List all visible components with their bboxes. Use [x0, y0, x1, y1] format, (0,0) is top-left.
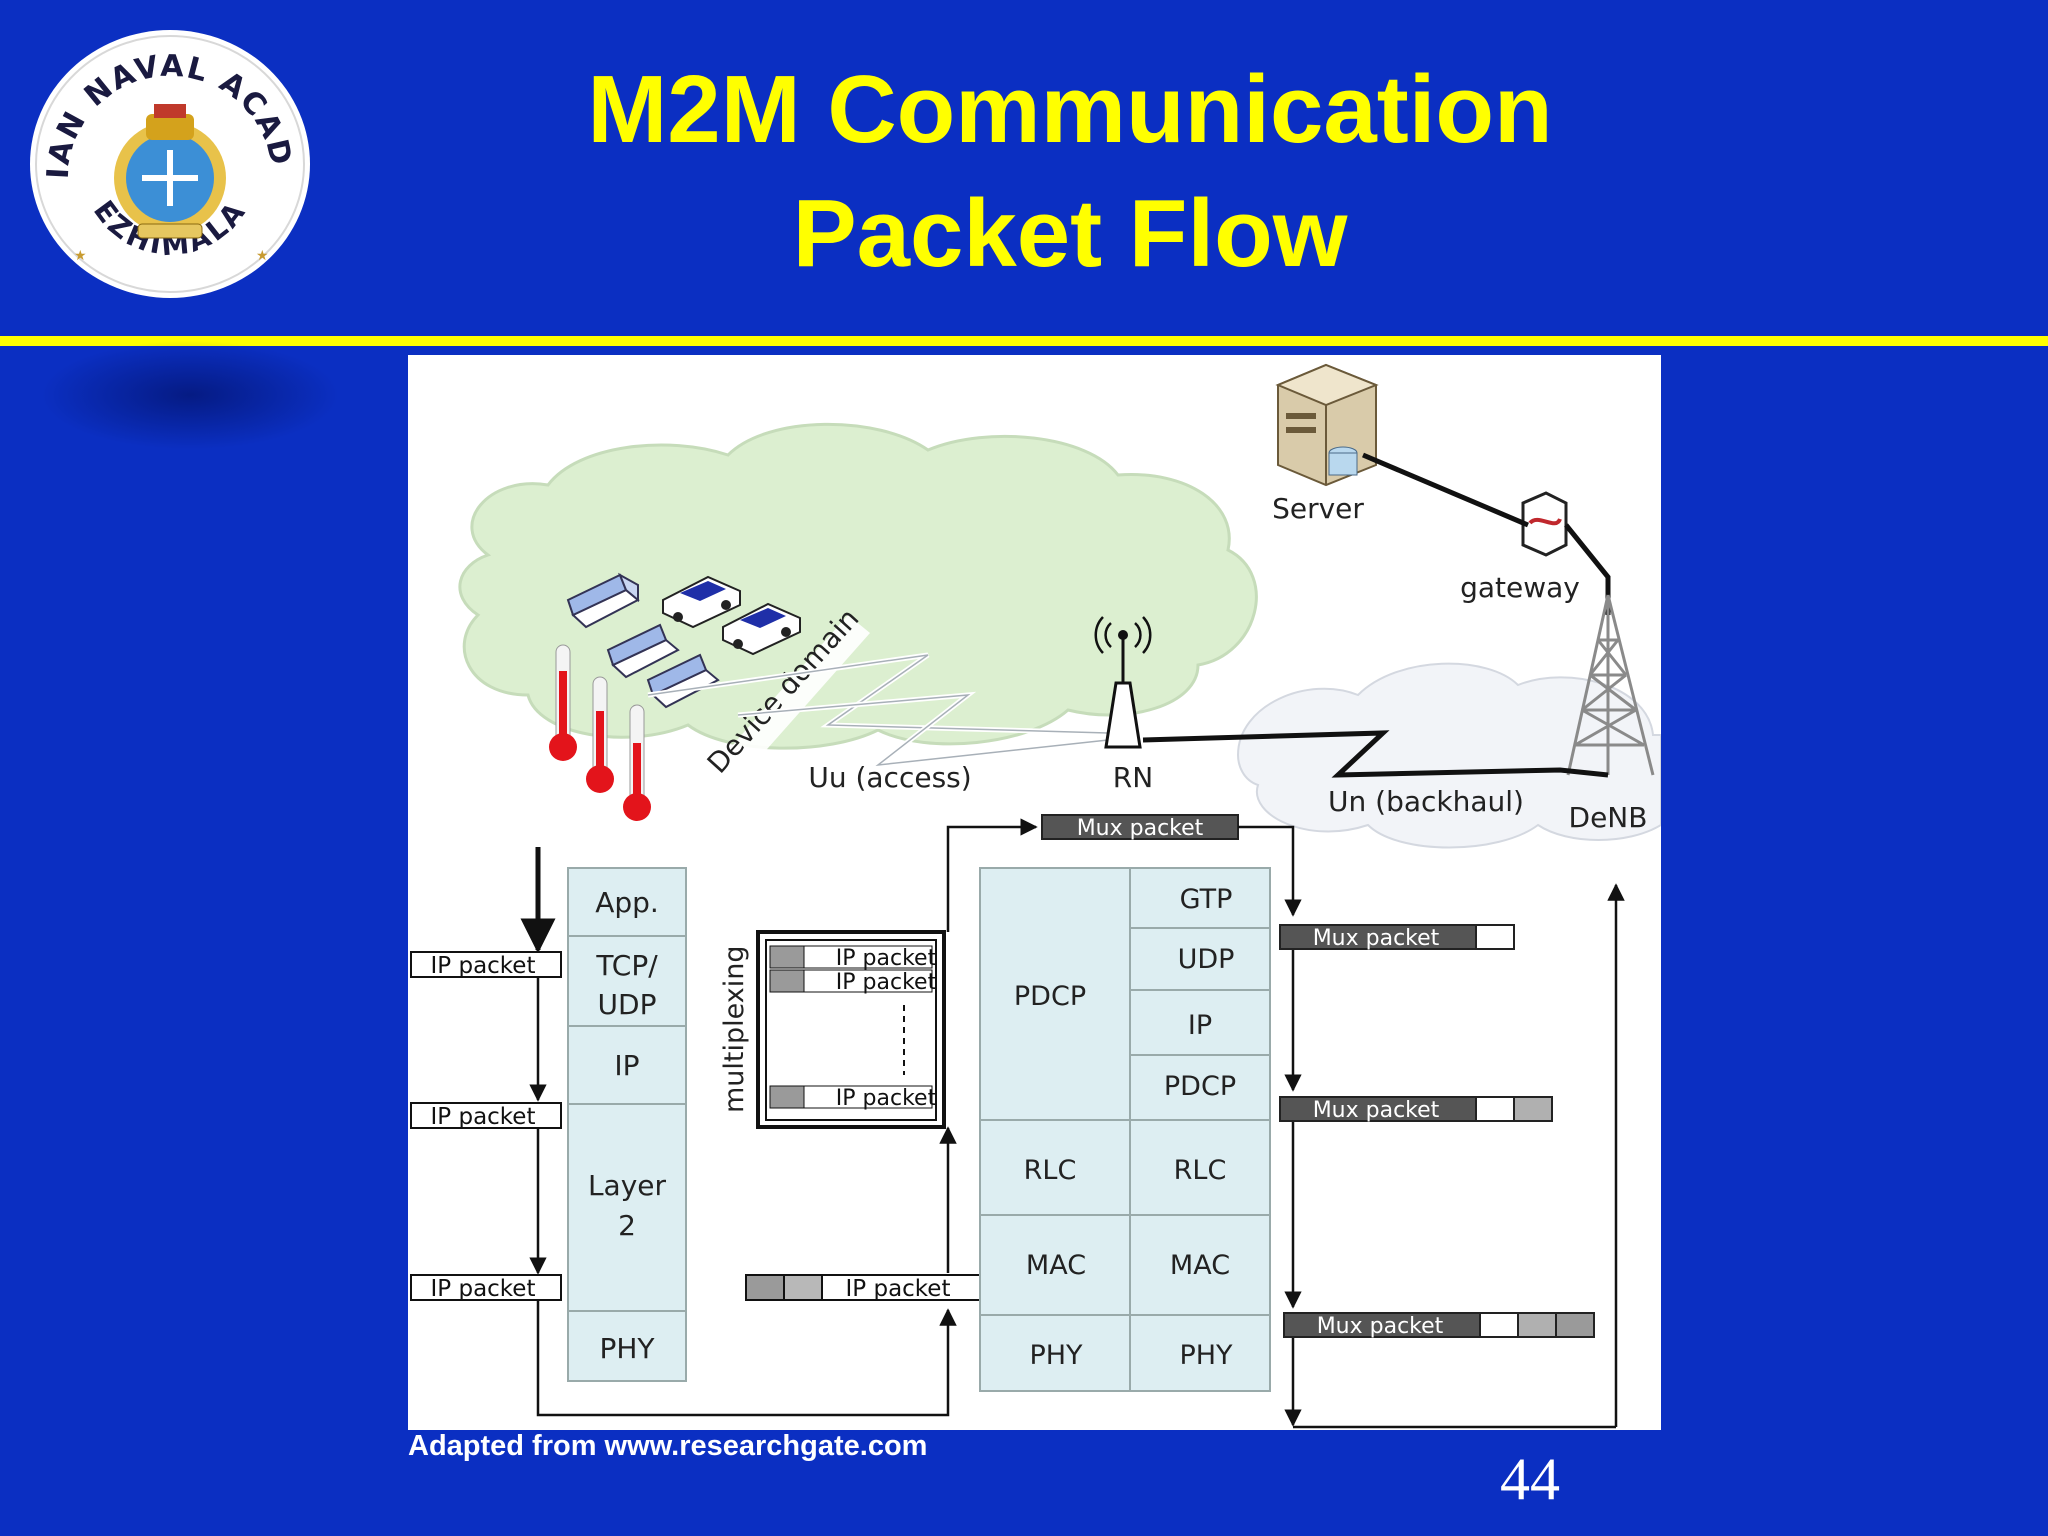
stack-layer2-line1: Layer	[588, 1169, 667, 1202]
ip-packet-label: IP packet	[431, 1104, 536, 1130]
incoming-ip-packet-label: IP packet	[846, 1276, 951, 1302]
backhaul-cloud	[1236, 662, 1662, 849]
rn-stack-rlc: RLC	[1024, 1155, 1077, 1186]
packet-flow-diagram: Server gateway	[408, 355, 1662, 1430]
mux-packet-label: Mux packet	[1313, 1098, 1440, 1123]
rn-protocol-stack	[979, 867, 1271, 1392]
rn-stack-mac-right: MAC	[1170, 1250, 1230, 1281]
svg-text:★: ★	[256, 248, 269, 264]
mux-packet-label: Mux packet	[1317, 1314, 1444, 1339]
stack-phy: PHY	[599, 1332, 655, 1365]
bus-icon	[566, 572, 640, 629]
mux-packet-top-box	[1041, 814, 1239, 840]
rn-stack-udp: UDP	[1178, 944, 1235, 975]
gateway-label: gateway	[1460, 571, 1580, 604]
incoming-ip-packet-box	[821, 1274, 983, 1301]
rn-stack-pdcp-right: PDCP	[1164, 1071, 1236, 1102]
mux-ip-packet-label: IP packet	[836, 946, 937, 971]
title-line-2: Packet Flow	[792, 180, 1348, 287]
ip-packet-box	[410, 1102, 562, 1129]
car-icon	[662, 575, 741, 629]
car-icon	[722, 602, 801, 656]
mux-packet-top-label: Mux packet	[1077, 816, 1204, 841]
multiplexing-label: multiplexing	[719, 945, 750, 1113]
rn-stack-mac: MAC	[1026, 1250, 1086, 1281]
denb-tower-icon	[1566, 594, 1655, 776]
decorative-shadow	[40, 340, 340, 450]
ip-packet-label: IP packet	[431, 953, 536, 979]
uu-access-label: Uu (access)	[808, 761, 971, 794]
page-number: 44	[1500, 1446, 1560, 1512]
mux-packet-box	[1279, 1096, 1477, 1122]
bus-icon	[606, 623, 680, 679]
un-backhaul-label: Un (backhaul)	[1328, 785, 1524, 818]
stack-udp: UDP	[598, 988, 657, 1021]
source-credit: Adapted from www.researchgate.com	[408, 1430, 928, 1462]
rn-antenna-icon	[1094, 616, 1152, 749]
thermometer-icon	[549, 644, 577, 761]
stack-layer2-line2: 2	[618, 1209, 636, 1242]
thermometer-icon	[623, 704, 651, 821]
rn-stack-pdcp: PDCP	[1014, 981, 1086, 1012]
naval-academy-crest-icon: INDIAN NAVAL ACADEMY EZHIMALA ★ ★	[12, 1, 312, 300]
server-icon	[1275, 363, 1379, 487]
stack-ip: IP	[614, 1049, 639, 1082]
svg-text:★: ★	[74, 248, 87, 264]
gateway-icon	[1521, 491, 1568, 557]
title-line-1: M2M Communication	[587, 56, 1553, 163]
mux-ip-packet-label: IP packet	[836, 1086, 937, 1111]
server-label: Server	[1272, 492, 1364, 525]
stack-app: App.	[595, 886, 659, 919]
stack-tcp: TCP/	[595, 949, 658, 982]
mux-ip-packet-label: IP packet	[836, 970, 937, 995]
rn-stack-phy: PHY	[1029, 1340, 1083, 1371]
title-divider	[0, 336, 2048, 346]
denb-label: DeNB	[1569, 801, 1648, 834]
rn-stack-rlc-right: RLC	[1174, 1155, 1227, 1186]
ip-packet-label: IP packet	[431, 1276, 536, 1302]
thermometer-icon	[586, 676, 614, 793]
slide-title: M2M Communication Packet Flow	[360, 48, 1780, 296]
ip-packet-box	[410, 951, 562, 978]
ip-packet-box	[410, 1274, 562, 1301]
rn-stack-gtp: GTP	[1180, 884, 1233, 915]
rn-stack-ip: IP	[1188, 1010, 1212, 1041]
rn-stack-phy-right: PHY	[1179, 1340, 1233, 1371]
mux-packet-label: Mux packet	[1313, 926, 1440, 951]
mux-packet-box	[1279, 924, 1477, 950]
rn-label: RN	[1113, 761, 1153, 794]
device-protocol-stack	[567, 867, 687, 1382]
